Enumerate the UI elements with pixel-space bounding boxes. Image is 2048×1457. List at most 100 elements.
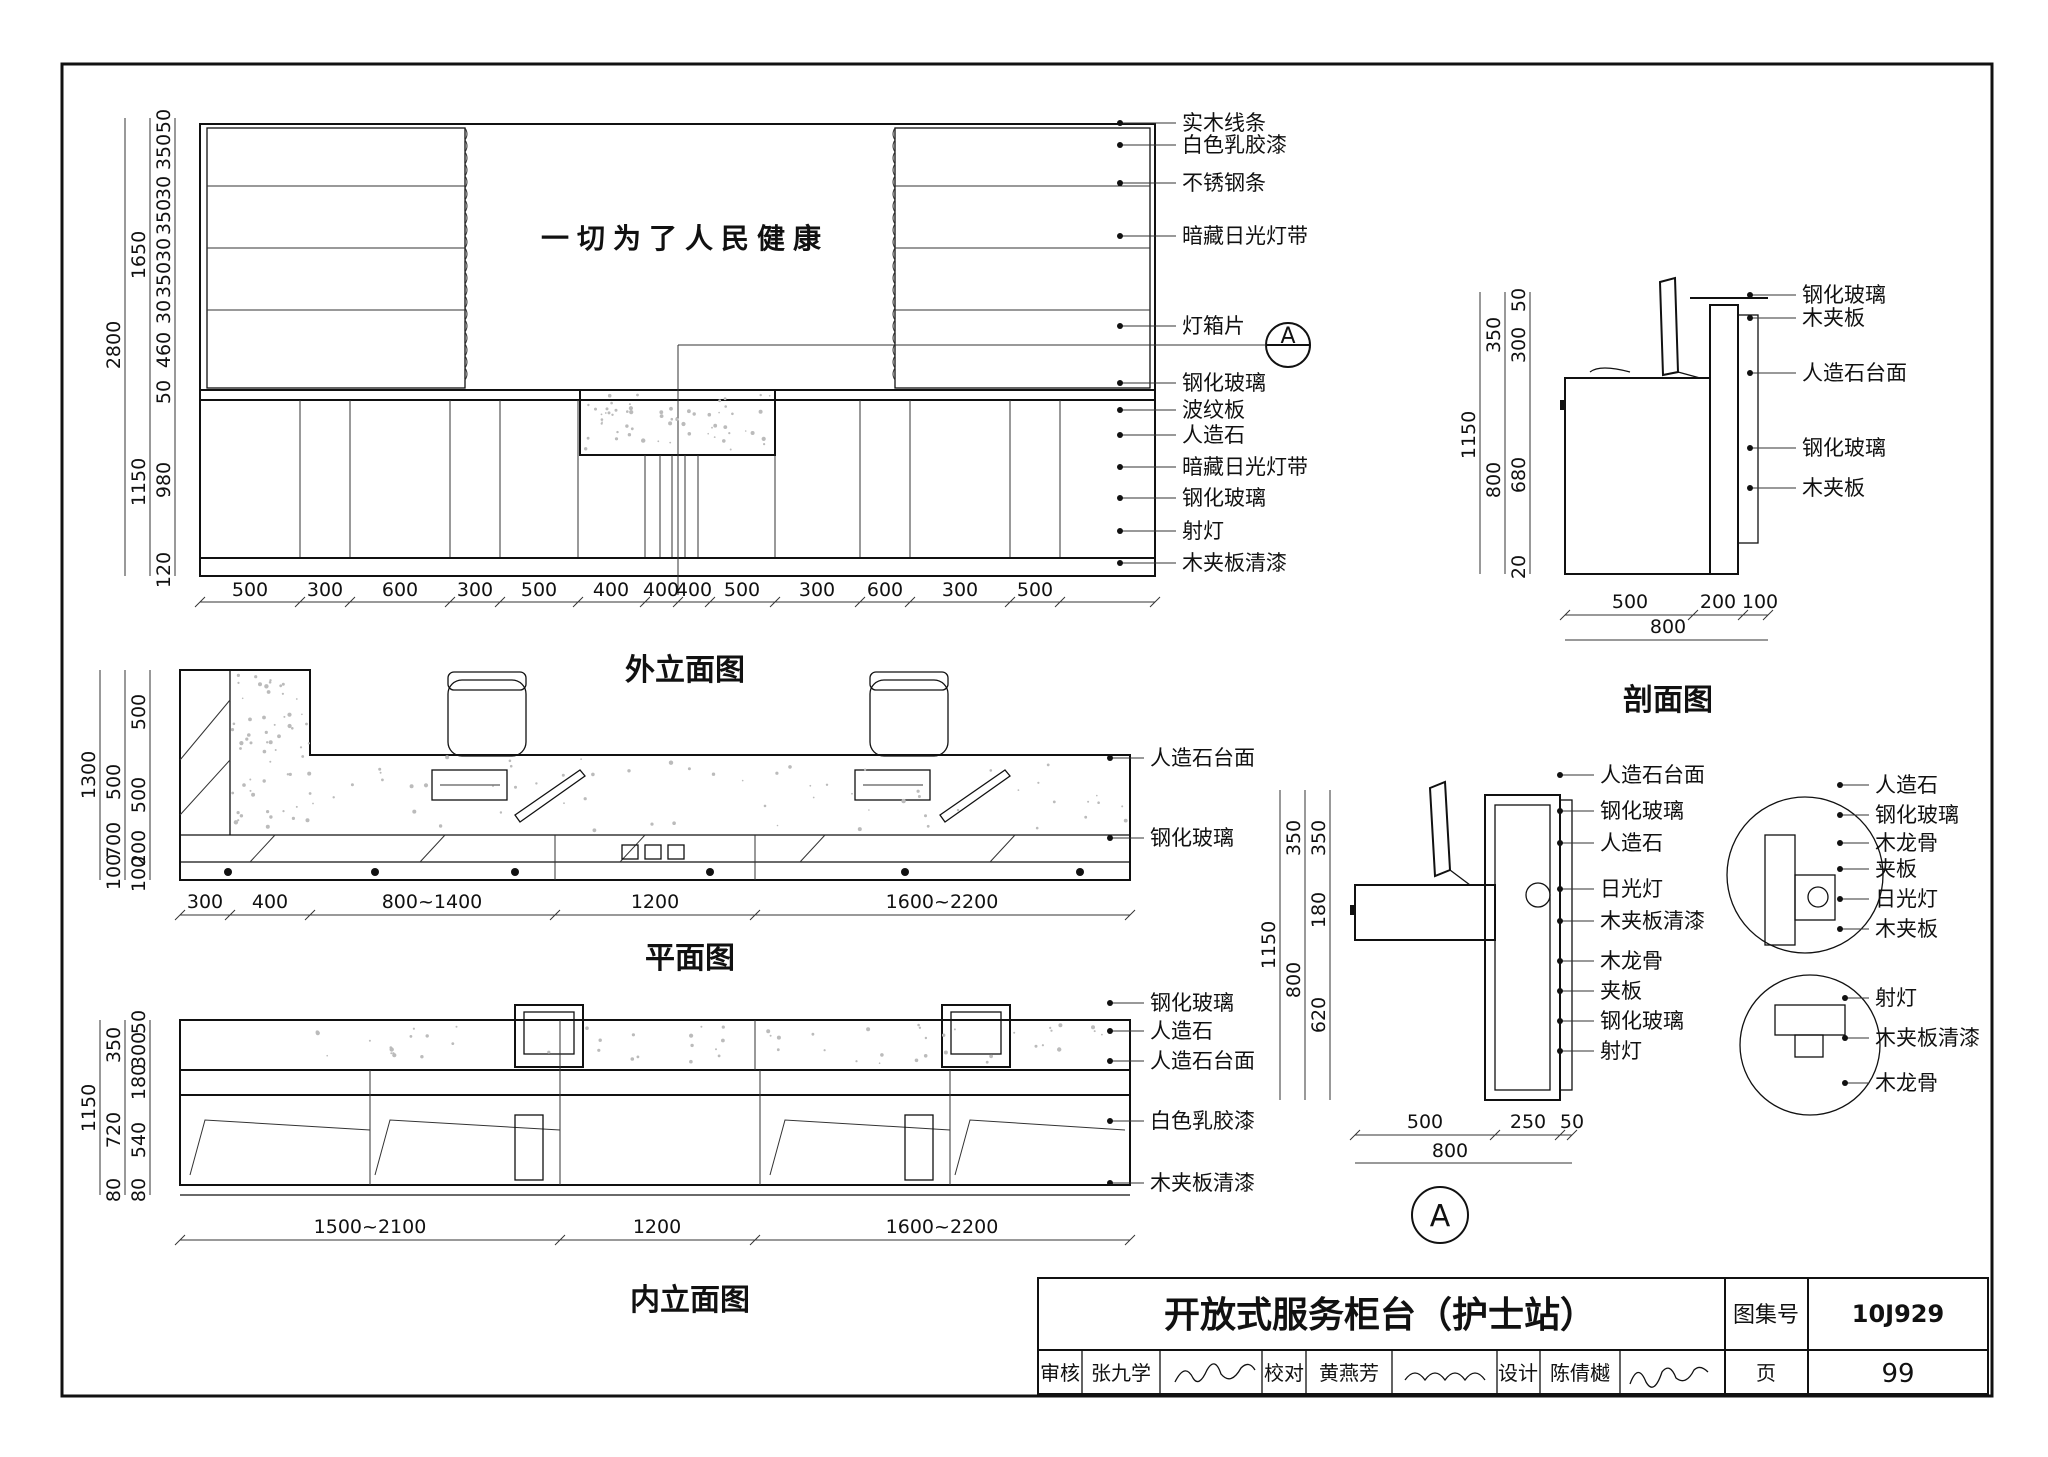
outer-hseg-1: 350 xyxy=(153,134,175,170)
inner-elevation-title: 内立面图 xyxy=(630,1283,750,1318)
inner-hseg-a-0: 350 xyxy=(103,1027,125,1063)
section-height-total: 1150 xyxy=(1458,411,1480,459)
checker-signature xyxy=(1404,1372,1486,1382)
inner-wdim-0: 1500~2100 xyxy=(314,1216,427,1238)
plan-height-total: 1300 xyxy=(78,751,100,799)
section-wdim-1: 200 xyxy=(1700,591,1736,613)
section-title: 剖面图 xyxy=(1623,683,1713,718)
detail-label-4: 木夹板清漆 xyxy=(1600,909,1705,933)
callout1-label-1: 钢化玻璃 xyxy=(1875,803,1959,827)
section-wdim-0: 500 xyxy=(1612,591,1648,613)
section-label-0: 钢化玻璃 xyxy=(1802,283,1886,307)
detail-label-7: 钢化玻璃 xyxy=(1600,1009,1684,1033)
inner-hseg-b-4: 80 xyxy=(128,1178,150,1202)
outer-wdim-9: 300 xyxy=(799,579,835,601)
check-label: 校对 xyxy=(1264,1361,1304,1385)
outer-wdim-0: 500 xyxy=(232,579,268,601)
page-number: 99 xyxy=(1881,1359,1914,1389)
detail-label-2: 人造石 xyxy=(1600,831,1663,855)
inner-height-total: 1150 xyxy=(78,1084,100,1132)
atlas-label: 图集号 xyxy=(1733,1303,1799,1328)
plan-wdim-4: 1600~2200 xyxy=(886,891,999,913)
outer-wdim-10: 600 xyxy=(867,579,903,601)
plan-label-1: 钢化玻璃 xyxy=(1150,826,1234,850)
outer-wdim-2: 600 xyxy=(382,579,418,601)
callout1-label-3: 夹板 xyxy=(1875,857,1917,881)
outer-hseg-3: 350 xyxy=(153,199,175,235)
callout2-label-2: 木龙骨 xyxy=(1875,1071,1938,1095)
detail-wdim-1: 250 xyxy=(1510,1111,1546,1133)
plan-hseg-b-3: 100 xyxy=(128,856,150,892)
section-label-4: 木夹板 xyxy=(1802,476,1865,500)
outer-wdim-7: 400 xyxy=(676,579,712,601)
outer-label-7: 人造石 xyxy=(1182,423,1245,447)
outer-height-upper: 1650 xyxy=(128,231,150,279)
section-hseg-3: 20 xyxy=(1508,555,1530,579)
plan-hseg-b-1: 500 xyxy=(128,777,150,813)
inner-hseg-b-2: 180 xyxy=(128,1064,150,1100)
detail-label-8: 射灯 xyxy=(1600,1039,1642,1063)
reviewer-signature xyxy=(1174,1363,1256,1383)
inner-label-0: 钢化玻璃 xyxy=(1150,991,1234,1015)
outer-hseg-2: 30 xyxy=(153,176,175,200)
design-label: 设计 xyxy=(1498,1361,1538,1385)
outer-hseg-8: 50 xyxy=(153,380,175,404)
detail-hseg-b-2: 620 xyxy=(1308,997,1330,1033)
detail-a-marker xyxy=(1411,1186,1469,1244)
inner-label-4: 木夹板清漆 xyxy=(1150,1171,1255,1195)
outer-label-5: 钢化玻璃 xyxy=(1182,371,1266,395)
plan-hseg-a-1: 700 xyxy=(103,822,125,858)
outer-label-2: 不锈钢条 xyxy=(1182,171,1266,195)
detail-label-1: 钢化玻璃 xyxy=(1600,799,1684,823)
checker-name: 黄燕芳 xyxy=(1319,1361,1379,1385)
detail-wdim-2: 50 xyxy=(1560,1111,1584,1133)
outer-hseg-6: 30 xyxy=(153,300,175,324)
detail-width-total: 800 xyxy=(1432,1140,1468,1162)
title-block: 开放式服务柜台（护士站） 图集号 10J929 审核 张九学 校对 黄燕芳 设计… xyxy=(1037,1277,1989,1395)
reviewer-name: 张九学 xyxy=(1091,1361,1151,1385)
section-hseg-1: 300 xyxy=(1508,327,1530,363)
sheet-border xyxy=(60,62,1994,1398)
designer-name: 陈倩樾 xyxy=(1550,1361,1610,1385)
outer-label-8: 暗藏日光灯带 xyxy=(1182,455,1308,479)
inner-hseg-b-0: 50 xyxy=(128,1010,150,1034)
plan-wdim-0: 300 xyxy=(187,891,223,913)
outer-elevation-labels: 实木线条白色乳胶漆不锈钢条暗藏日光灯带灯箱片钢化玻璃波纹板人造石暗藏日光灯带钢化… xyxy=(1117,111,1308,575)
atlas-number: 10J929 xyxy=(1852,1300,1944,1328)
callout2-label-0: 射灯 xyxy=(1875,986,1917,1010)
plan-wdim-1: 400 xyxy=(252,891,288,913)
outer-hseg-7: 460 xyxy=(153,332,175,368)
detail-hseg-b-1: 180 xyxy=(1308,892,1330,928)
outer-label-6: 波纹板 xyxy=(1182,398,1245,422)
plan-hseg-a-0: 500 xyxy=(103,764,125,800)
inner-hseg-b-1: 300 xyxy=(128,1032,150,1068)
section-width-total: 800 xyxy=(1650,616,1686,638)
plan-hseg-b-2: 200 xyxy=(128,830,150,866)
slogan-text: 一切为了人民健康 xyxy=(541,222,829,255)
detail-a-marker-text: A xyxy=(1430,1199,1451,1234)
plan-hseg-a-2: 100 xyxy=(103,854,125,890)
designer-signature xyxy=(1629,1366,1709,1388)
detail-label-3: 日光灯 xyxy=(1600,877,1663,901)
outer-elevation-title: 外立面图 xyxy=(625,653,745,688)
section-height-upper: 350 xyxy=(1483,317,1505,353)
outer-label-0: 实木线条 xyxy=(1182,111,1266,135)
outer-wdim-11: 300 xyxy=(942,579,978,601)
outer-hseg-0: 50 xyxy=(153,109,175,133)
drawing-title: 开放式服务柜台（护士站） xyxy=(1164,1295,1596,1336)
outer-label-9: 钢化玻璃 xyxy=(1182,486,1266,510)
